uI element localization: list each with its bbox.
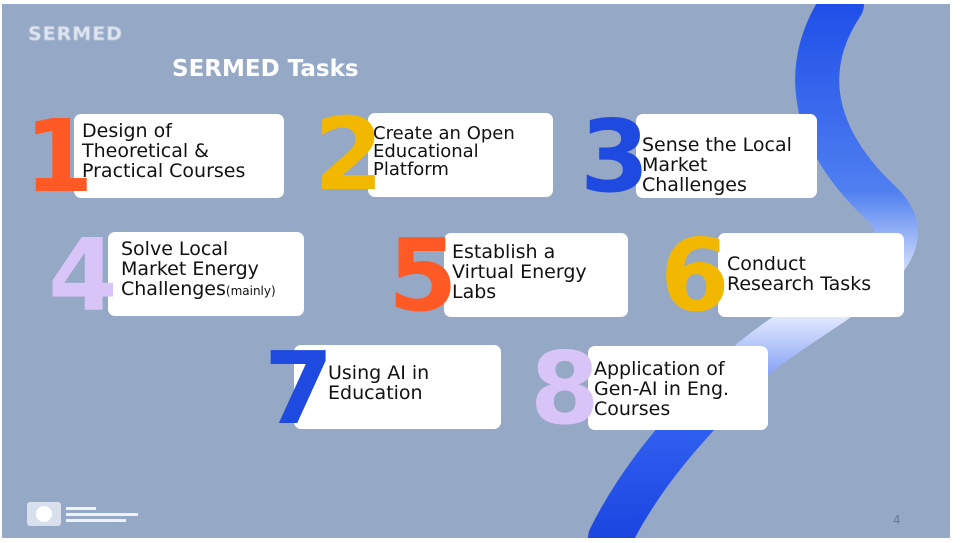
slide: SERMED SERMED Tasks 1 Design of Theoreti… [2,4,950,538]
partner-logo [27,502,138,526]
task-text-6: Conduct Research Tasks [727,253,872,295]
task-card-3 [636,114,817,198]
task-number-8: 8 [530,330,600,447]
task-number-3: 3 [580,98,650,215]
task-number-4: 4 [48,217,118,334]
task-card-6 [718,233,904,317]
task-number-1: 1 [24,98,94,215]
sermed-logo: SERMED [28,23,123,45]
task-text-2: Create an Open Educational Platform [373,123,515,180]
task-number-5: 5 [388,217,458,334]
task-text-7: Using AI in Education [328,362,430,404]
task-text-4-suffix: (mainly) [225,284,276,298]
task-text-3: Sense the Local Market Challenges [642,134,792,196]
task-text-5: Establish a Virtual Energy Labs [452,241,587,303]
task-card-4 [108,232,304,316]
task-number-7: 7 [264,330,334,447]
task-number-6: 6 [660,217,730,334]
task-card-7 [294,345,501,429]
task-card-2 [368,113,553,197]
window-frame-right [950,0,960,543]
window-frame-bottom [0,538,960,543]
page-number: 4 [893,513,901,527]
task-number-2: 2 [314,96,384,213]
task-text-4: Solve Local Market Energy Challenges(mai… [121,238,276,300]
task-card-8 [588,346,768,430]
page-title: SERMED Tasks [172,56,359,82]
task-card-5 [444,233,628,317]
task-text-8: Application of Gen-AI in Eng. Courses [594,358,730,420]
task-text-1: Design of Theoretical & Practical Course… [82,120,246,182]
task-card-1 [74,114,284,198]
